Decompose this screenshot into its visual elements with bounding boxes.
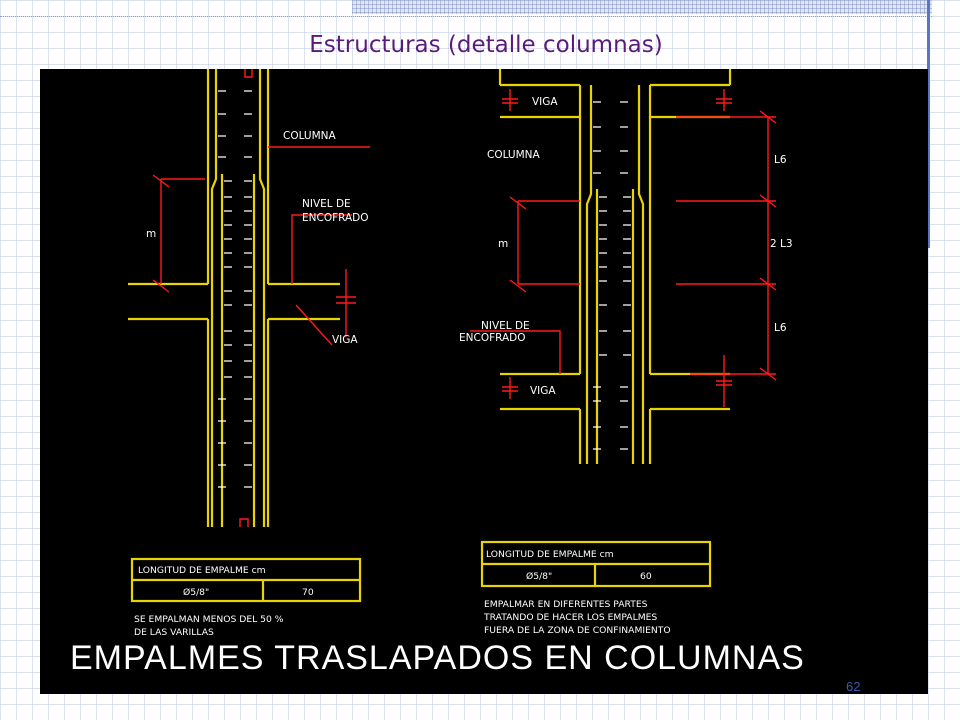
- right-nivel-label-2: ENCOFRADO: [459, 332, 526, 344]
- right-note-1: EMPALMAR EN DIFERENTES PARTES: [484, 599, 648, 610]
- left-top-cut-mark: [244, 69, 253, 78]
- left-nivel-label-2: ENCOFRADO: [302, 212, 369, 224]
- right-table-grid: [482, 562, 710, 586]
- left-stirrups: [218, 90, 252, 488]
- drawing-caption: EMPALMES TRASLAPADOS EN COLUMNAS: [70, 639, 805, 677]
- right-table-value: 60: [640, 571, 652, 582]
- right-table-header: LONGITUD DE EMPALME cm: [486, 549, 614, 560]
- left-dim-m-label: m: [146, 228, 156, 240]
- left-table-bar: Ø5/8": [183, 587, 209, 598]
- header-decoration-band: [352, 0, 932, 14]
- left-table-grid: [132, 578, 360, 601]
- right-nivel-label-1: NIVEL DE: [481, 320, 530, 332]
- header-rule: [0, 16, 932, 17]
- left-nivel-leader: [291, 214, 352, 284]
- right-dim-l3: 2 L3: [770, 238, 793, 250]
- right-dim-l6-top: L6: [774, 154, 787, 166]
- right-top-beam-right: [648, 69, 732, 119]
- right-dimension-extension-lines: [676, 116, 776, 375]
- left-note-2: DE LAS VARILLAS: [134, 627, 214, 638]
- right-columna-label: COLUMNA: [487, 149, 541, 161]
- left-columna-label: COLUMNA: [283, 130, 337, 142]
- right-dim-l6-bottom: L6: [774, 322, 787, 334]
- left-viga-leader: [295, 304, 333, 346]
- right-stirrups: [593, 101, 631, 450]
- right-note-2: TRATANDO DE HACER LOS EMPALMES: [483, 612, 657, 623]
- left-note-1: SE EMPALMAN MENOS DEL 50 %: [134, 614, 284, 625]
- right-top-beam-left: [498, 69, 582, 119]
- right-bottom-beam-mark-right: [716, 355, 732, 407]
- right-top-beam-mark-right: [716, 89, 732, 111]
- left-bottom-cut-mark: [239, 518, 249, 527]
- cad-drawing: m COLUMNA NIVEL DE ENCOFRADO VIGA LONGIT…: [40, 69, 928, 694]
- right-bar-b: [637, 85, 645, 464]
- right-table-bar: Ø5/8": [526, 571, 552, 582]
- left-beam-end-mark: [336, 269, 356, 337]
- slide-number: 62: [846, 679, 861, 694]
- accent-bar: [927, 0, 930, 248]
- right-dimension-m: [509, 196, 580, 293]
- left-nivel-label-1: NIVEL DE: [302, 198, 351, 210]
- right-dim-m-label: m: [498, 238, 508, 250]
- right-bar-a: [585, 85, 593, 464]
- left-table-value: 70: [302, 587, 314, 598]
- right-top-beam-mark-left: [502, 89, 518, 111]
- right-viga-top-label: VIGA: [532, 96, 558, 108]
- right-dimension-ticks: [759, 110, 777, 381]
- column-splice-diagram: m COLUMNA NIVEL DE ENCOFRADO VIGA LONGIT…: [70, 69, 805, 677]
- right-viga-bottom-label: VIGA: [530, 385, 556, 397]
- left-table-header: LONGITUD DE EMPALME cm: [138, 565, 266, 576]
- left-dimension-m: [152, 174, 205, 293]
- right-column-detail: VIGA COLUMNA NIVEL DE ENCOFRADO VIGA m L…: [459, 69, 793, 636]
- left-viga-label: VIGA: [332, 334, 358, 346]
- left-bar-b: [258, 69, 266, 527]
- right-note-3: FUERA DE LA ZONA DE CONFINAMIENTO: [484, 625, 671, 636]
- left-column-detail: m COLUMNA NIVEL DE ENCOFRADO VIGA LONGIT…: [128, 69, 370, 638]
- left-bar-a: [210, 69, 218, 527]
- right-bottom-beam-mark-left: [502, 377, 518, 399]
- right-nivel-leader: [470, 330, 561, 374]
- slide-title: Estructuras (detalle columnas): [309, 32, 663, 58]
